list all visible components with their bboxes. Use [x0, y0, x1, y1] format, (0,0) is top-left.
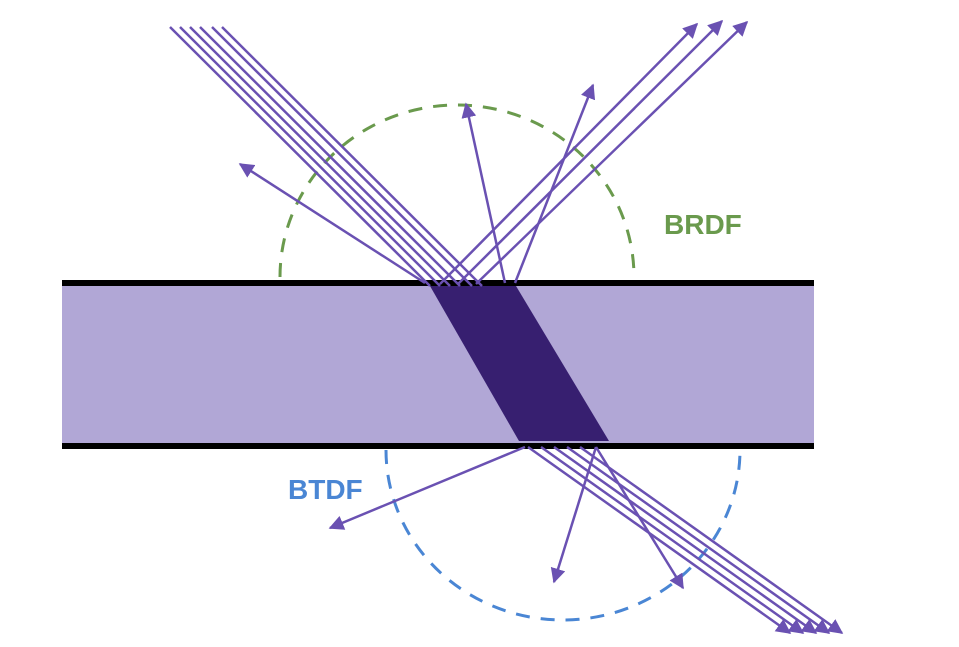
incident-ray — [199, 26, 461, 287]
reflected-ray — [457, 19, 724, 285]
incident-ray — [221, 26, 483, 287]
incident-ray — [179, 26, 441, 287]
transmitted-ray — [540, 445, 805, 635]
reflected-ray — [439, 22, 699, 285]
specular-reflected-rays — [439, 19, 749, 285]
diffuse-transmitted-rays — [328, 445, 685, 590]
diffuse-reflected-ray — [513, 83, 596, 284]
btdf-label: BTDF — [288, 474, 363, 505]
material-slab — [62, 283, 814, 447]
brdf-label: BRDF — [664, 209, 742, 240]
transmitted-beam-path — [430, 286, 609, 441]
incident-rays — [169, 26, 483, 287]
reflected-ray — [475, 20, 749, 285]
diffuse-transmitted-ray — [550, 446, 598, 584]
brdf-hemisphere — [278, 103, 636, 278]
diffuse-reflected-ray — [461, 102, 507, 284]
transmitted-ray — [527, 445, 792, 635]
incident-ray — [169, 26, 431, 287]
transmitted-ray — [566, 445, 831, 635]
transmitted-ray — [553, 445, 818, 635]
diffuse-transmitted-ray — [328, 445, 526, 530]
diffuse-reflected-rays — [238, 83, 596, 285]
incident-ray — [211, 26, 473, 287]
incident-ray — [189, 26, 451, 287]
specular-transmitted-rays — [527, 445, 844, 635]
btdf-hemisphere — [384, 449, 742, 622]
transmitted-ray — [579, 445, 844, 635]
diffuse-reflected-ray — [238, 162, 426, 285]
